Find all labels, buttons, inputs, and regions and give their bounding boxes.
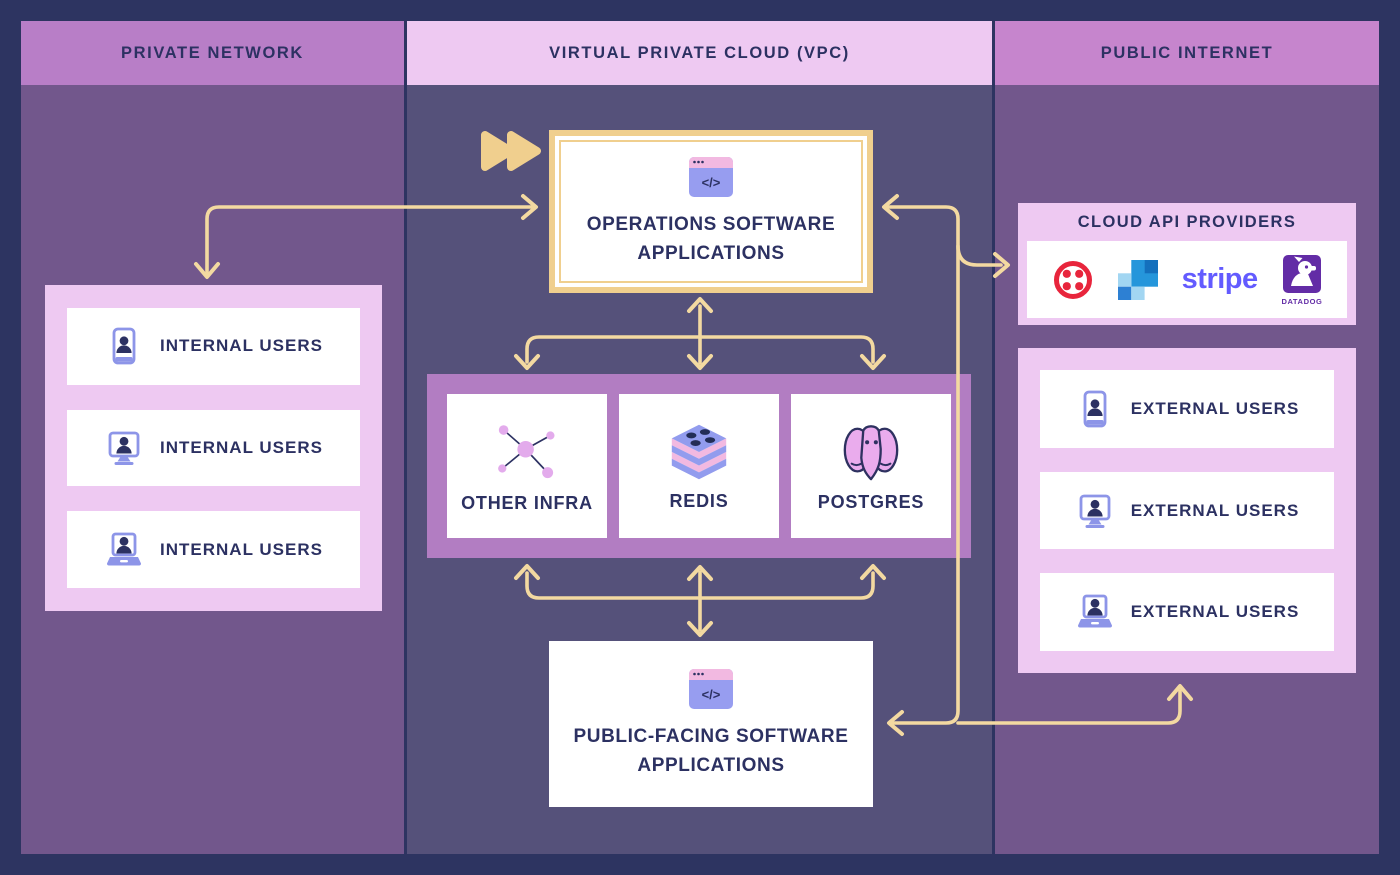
redis-card: REDIS xyxy=(619,394,779,538)
external-users-label: EXTERNAL USERS xyxy=(1130,398,1300,418)
other-infra-label: OTHER INFRA xyxy=(461,492,593,513)
code-window-icon: </> xyxy=(689,669,733,709)
stripe-logo: stripe xyxy=(1181,263,1258,295)
phone-user-icon xyxy=(104,326,144,366)
sendgrid-logo xyxy=(1118,259,1159,300)
postgres-elephant-icon xyxy=(843,424,899,480)
external-users-row: EXTERNAL USERS xyxy=(1040,471,1334,550)
external-users-row: EXTERNAL USERS xyxy=(1040,573,1334,652)
laptop-user-icon xyxy=(104,530,144,570)
twilio-logo xyxy=(1051,258,1095,302)
public-internet-header: PUBLIC INTERNET xyxy=(995,21,1379,85)
internal-users-panel: INTERNAL USERS INTERNAL USERS INTERNAL U… xyxy=(45,285,382,611)
datadog-logo: DATADOG xyxy=(1281,253,1323,306)
public-facing-software-box: </> PUBLIC-FACING SOFTWARE APPLICATIONS xyxy=(549,641,873,807)
code-window-icon: </> xyxy=(689,156,733,197)
monitor-user-icon xyxy=(1075,491,1115,531)
external-users-label: EXTERNAL USERS xyxy=(1130,602,1300,622)
internal-users-label: INTERNAL USERS xyxy=(160,438,323,457)
operations-box-label: OPERATIONS SOFTWARE APPLICATIONS xyxy=(586,213,836,264)
external-users-label: EXTERNAL USERS xyxy=(1130,500,1300,520)
external-users-row: EXTERNAL USERS xyxy=(1040,370,1334,448)
internal-users-label: INTERNAL USERS xyxy=(160,539,323,559)
datadog-dog-icon xyxy=(1282,255,1321,293)
private-network-header: PRIVATE NETWORK xyxy=(21,21,404,85)
cloud-api-title: CLOUD API PROVIDERS xyxy=(1077,212,1297,231)
private-network-header-label: PRIVATE NETWORK xyxy=(121,43,304,62)
fast-forward-icon xyxy=(481,131,541,171)
datadog-wordmark: DATADOG xyxy=(1281,297,1323,306)
redis-label: REDIS xyxy=(669,490,729,511)
external-users-panel: EXTERNAL USERS EXTERNAL USERS EXTERNAL U… xyxy=(1018,348,1356,673)
internal-users-row: INTERNAL USERS xyxy=(67,511,360,589)
other-infra-card: OTHER INFRA xyxy=(447,394,607,538)
infrastructure-panel: OTHER INFRA REDIS POSTGRES xyxy=(427,374,971,558)
public-box-label: PUBLIC-FACING SOFTWARE APPLICATIONS xyxy=(573,726,849,776)
operations-software-box: </> OPERATIONS SOFTWARE APPLICATIONS xyxy=(549,130,873,293)
laptop-user-icon xyxy=(1075,592,1115,632)
redis-stack-icon xyxy=(671,424,727,479)
vpc-header: VIRTUAL PRIVATE CLOUD (VPC) xyxy=(407,21,992,85)
cloud-api-logos-strip: stripe DATADOG xyxy=(1027,241,1347,318)
monitor-user-icon xyxy=(104,428,144,468)
internal-users-row: INTERNAL USERS xyxy=(67,409,360,487)
cloud-api-providers-panel: CLOUD API PROVIDERS stripe DATADOG xyxy=(1018,203,1356,325)
code-glyph: </> xyxy=(702,175,721,190)
public-internet-header-label: PUBLIC INTERNET xyxy=(1100,43,1274,62)
postgres-card: POSTGRES xyxy=(791,394,951,538)
vpc-header-label: VIRTUAL PRIVATE CLOUD (VPC) xyxy=(549,43,850,62)
postgres-label: POSTGRES xyxy=(817,491,925,512)
internal-users-label: INTERNAL USERS xyxy=(160,336,323,356)
phone-user-icon xyxy=(1075,389,1115,429)
network-nodes-icon xyxy=(497,423,556,479)
internal-users-row: INTERNAL USERS xyxy=(67,308,360,385)
code-glyph: </> xyxy=(702,687,721,702)
